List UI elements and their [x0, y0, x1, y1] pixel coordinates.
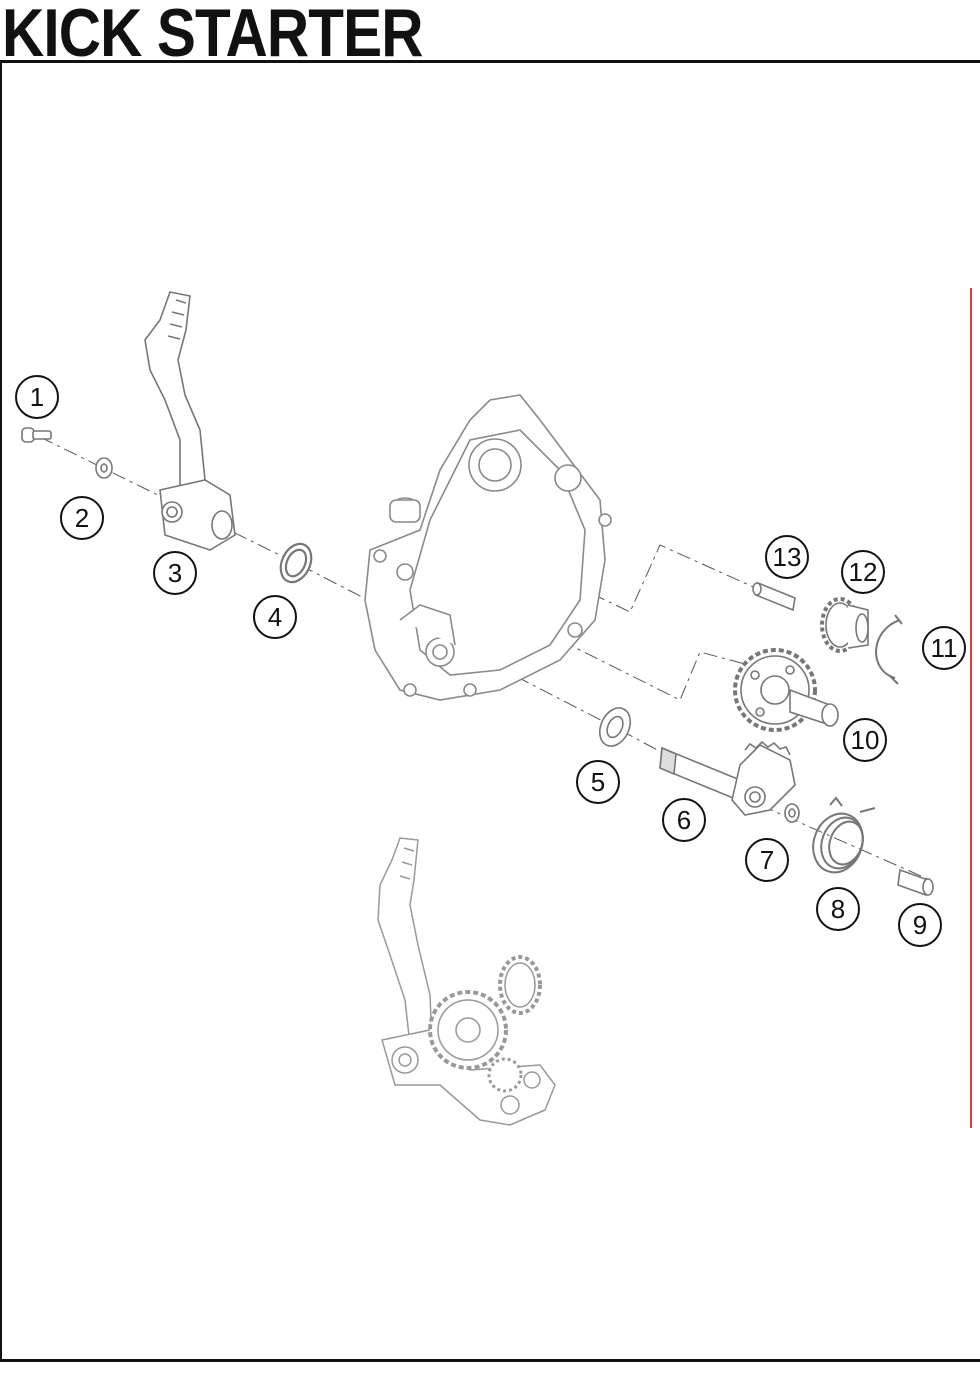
- callout-12-number: 12: [849, 557, 878, 587]
- small-washer-part: [784, 803, 800, 823]
- page-title: KICK STARTER: [2, 0, 424, 71]
- callout-13-number: 13: [773, 542, 802, 572]
- thrust-washer-part: [598, 707, 632, 747]
- pin-part: [752, 581, 796, 612]
- callout-10-number: 10: [851, 725, 880, 755]
- callout-6-number: 6: [677, 805, 691, 835]
- assembled-inset-view: [377, 837, 556, 1126]
- callout-11: 11: [922, 626, 966, 670]
- intermediate-gear-part: [733, 648, 839, 732]
- callout-8-number: 8: [831, 894, 845, 924]
- callout-2: 2: [60, 496, 104, 540]
- callout-3: 3: [153, 551, 197, 595]
- callout-11-number: 11: [931, 633, 958, 663]
- callout-1: 1: [15, 375, 59, 419]
- callout-2-number: 2: [75, 503, 89, 533]
- engine-cover-part: [364, 394, 612, 701]
- kick-starter-shaft-part: [659, 740, 796, 816]
- spring-bushing-part: [897, 868, 934, 897]
- screw-part: [21, 427, 52, 443]
- diagram-frame: [0, 60, 980, 1362]
- callout-3-number: 3: [168, 558, 182, 588]
- circlip-part: [875, 614, 903, 685]
- callout-4: 4: [253, 595, 297, 639]
- margin-marker-line: [970, 288, 972, 1128]
- callout-6: 6: [662, 798, 706, 842]
- callout-4-number: 4: [268, 602, 282, 632]
- kick-starter-spring-part: [812, 796, 876, 874]
- kick-starter-lever-part: [144, 291, 236, 551]
- callout-7-number: 7: [760, 845, 774, 875]
- callout-8: 8: [816, 887, 860, 931]
- callout-9: 9: [898, 903, 942, 947]
- callout-9-number: 9: [913, 910, 927, 940]
- callout-5: 5: [576, 760, 620, 804]
- callout-13: 13: [765, 535, 809, 579]
- callout-5-number: 5: [591, 767, 605, 797]
- callout-7: 7: [745, 838, 789, 882]
- kick-starter-gear-part: [820, 597, 869, 653]
- washer-part: [95, 457, 113, 479]
- callout-1-number: 1: [30, 382, 44, 412]
- callout-12: 12: [841, 550, 885, 594]
- callout-10: 10: [843, 718, 887, 762]
- seal-ring-part: [279, 542, 313, 584]
